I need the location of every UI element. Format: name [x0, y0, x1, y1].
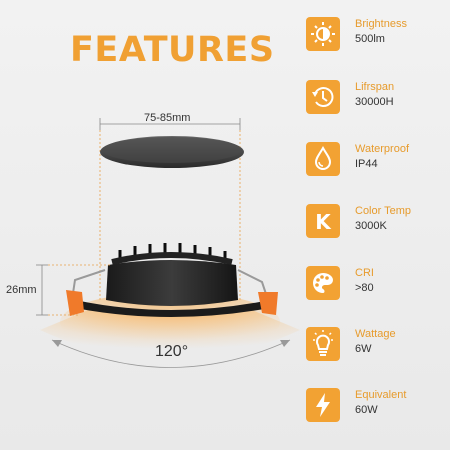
lightning-icon	[306, 388, 340, 422]
feature-label: Waterproof	[355, 143, 410, 155]
palette-icon	[306, 266, 340, 300]
clock-icon	[306, 80, 340, 114]
feature-label: Wattage	[355, 328, 396, 340]
water-drop-icon	[306, 142, 340, 176]
feature-waterproof: Waterproof IP44	[306, 142, 446, 184]
feature-wattage: Wattage 6W	[306, 327, 446, 369]
height-dimension	[36, 264, 110, 316]
feature-label: Lifrspan	[355, 81, 395, 93]
feature-label: CRI	[355, 267, 374, 279]
feature-value: 6W	[355, 343, 372, 355]
svg-text:K: K	[315, 210, 332, 234]
downlight-housing	[66, 243, 278, 317]
feature-lifespan: Lifrspan 30000H	[306, 80, 446, 122]
feature-value: 60W	[355, 404, 378, 416]
feature-value: 3000K	[355, 220, 387, 232]
height-label: 26mm	[6, 284, 37, 296]
diameter-label: 75-85mm	[144, 112, 191, 124]
lightbulb-icon	[306, 327, 340, 361]
features-title: FEATURES	[70, 30, 275, 70]
downlight-illustration	[36, 118, 300, 368]
beam-angle-arc	[51, 339, 291, 368]
feature-value: 500lm	[355, 33, 385, 45]
brightness-icon	[306, 17, 340, 51]
feature-value: IP44	[355, 158, 378, 170]
feature-label: Brightness	[355, 18, 407, 30]
feature-value: >80	[355, 282, 374, 294]
feature-cri: CRI >80	[306, 266, 446, 308]
feature-label: Equivalent	[355, 389, 407, 401]
beam-angle-label: 120°	[155, 343, 189, 360]
feature-equivalent: Equivalent 60W	[306, 388, 446, 430]
feature-brightness: Brightness 500lm	[306, 17, 446, 59]
feature-value: 30000H	[355, 96, 394, 108]
feature-label: Color Temp	[355, 205, 412, 217]
kelvin-icon: K	[306, 204, 340, 238]
feature-color-temp: K Color Temp 3000K	[306, 204, 446, 246]
